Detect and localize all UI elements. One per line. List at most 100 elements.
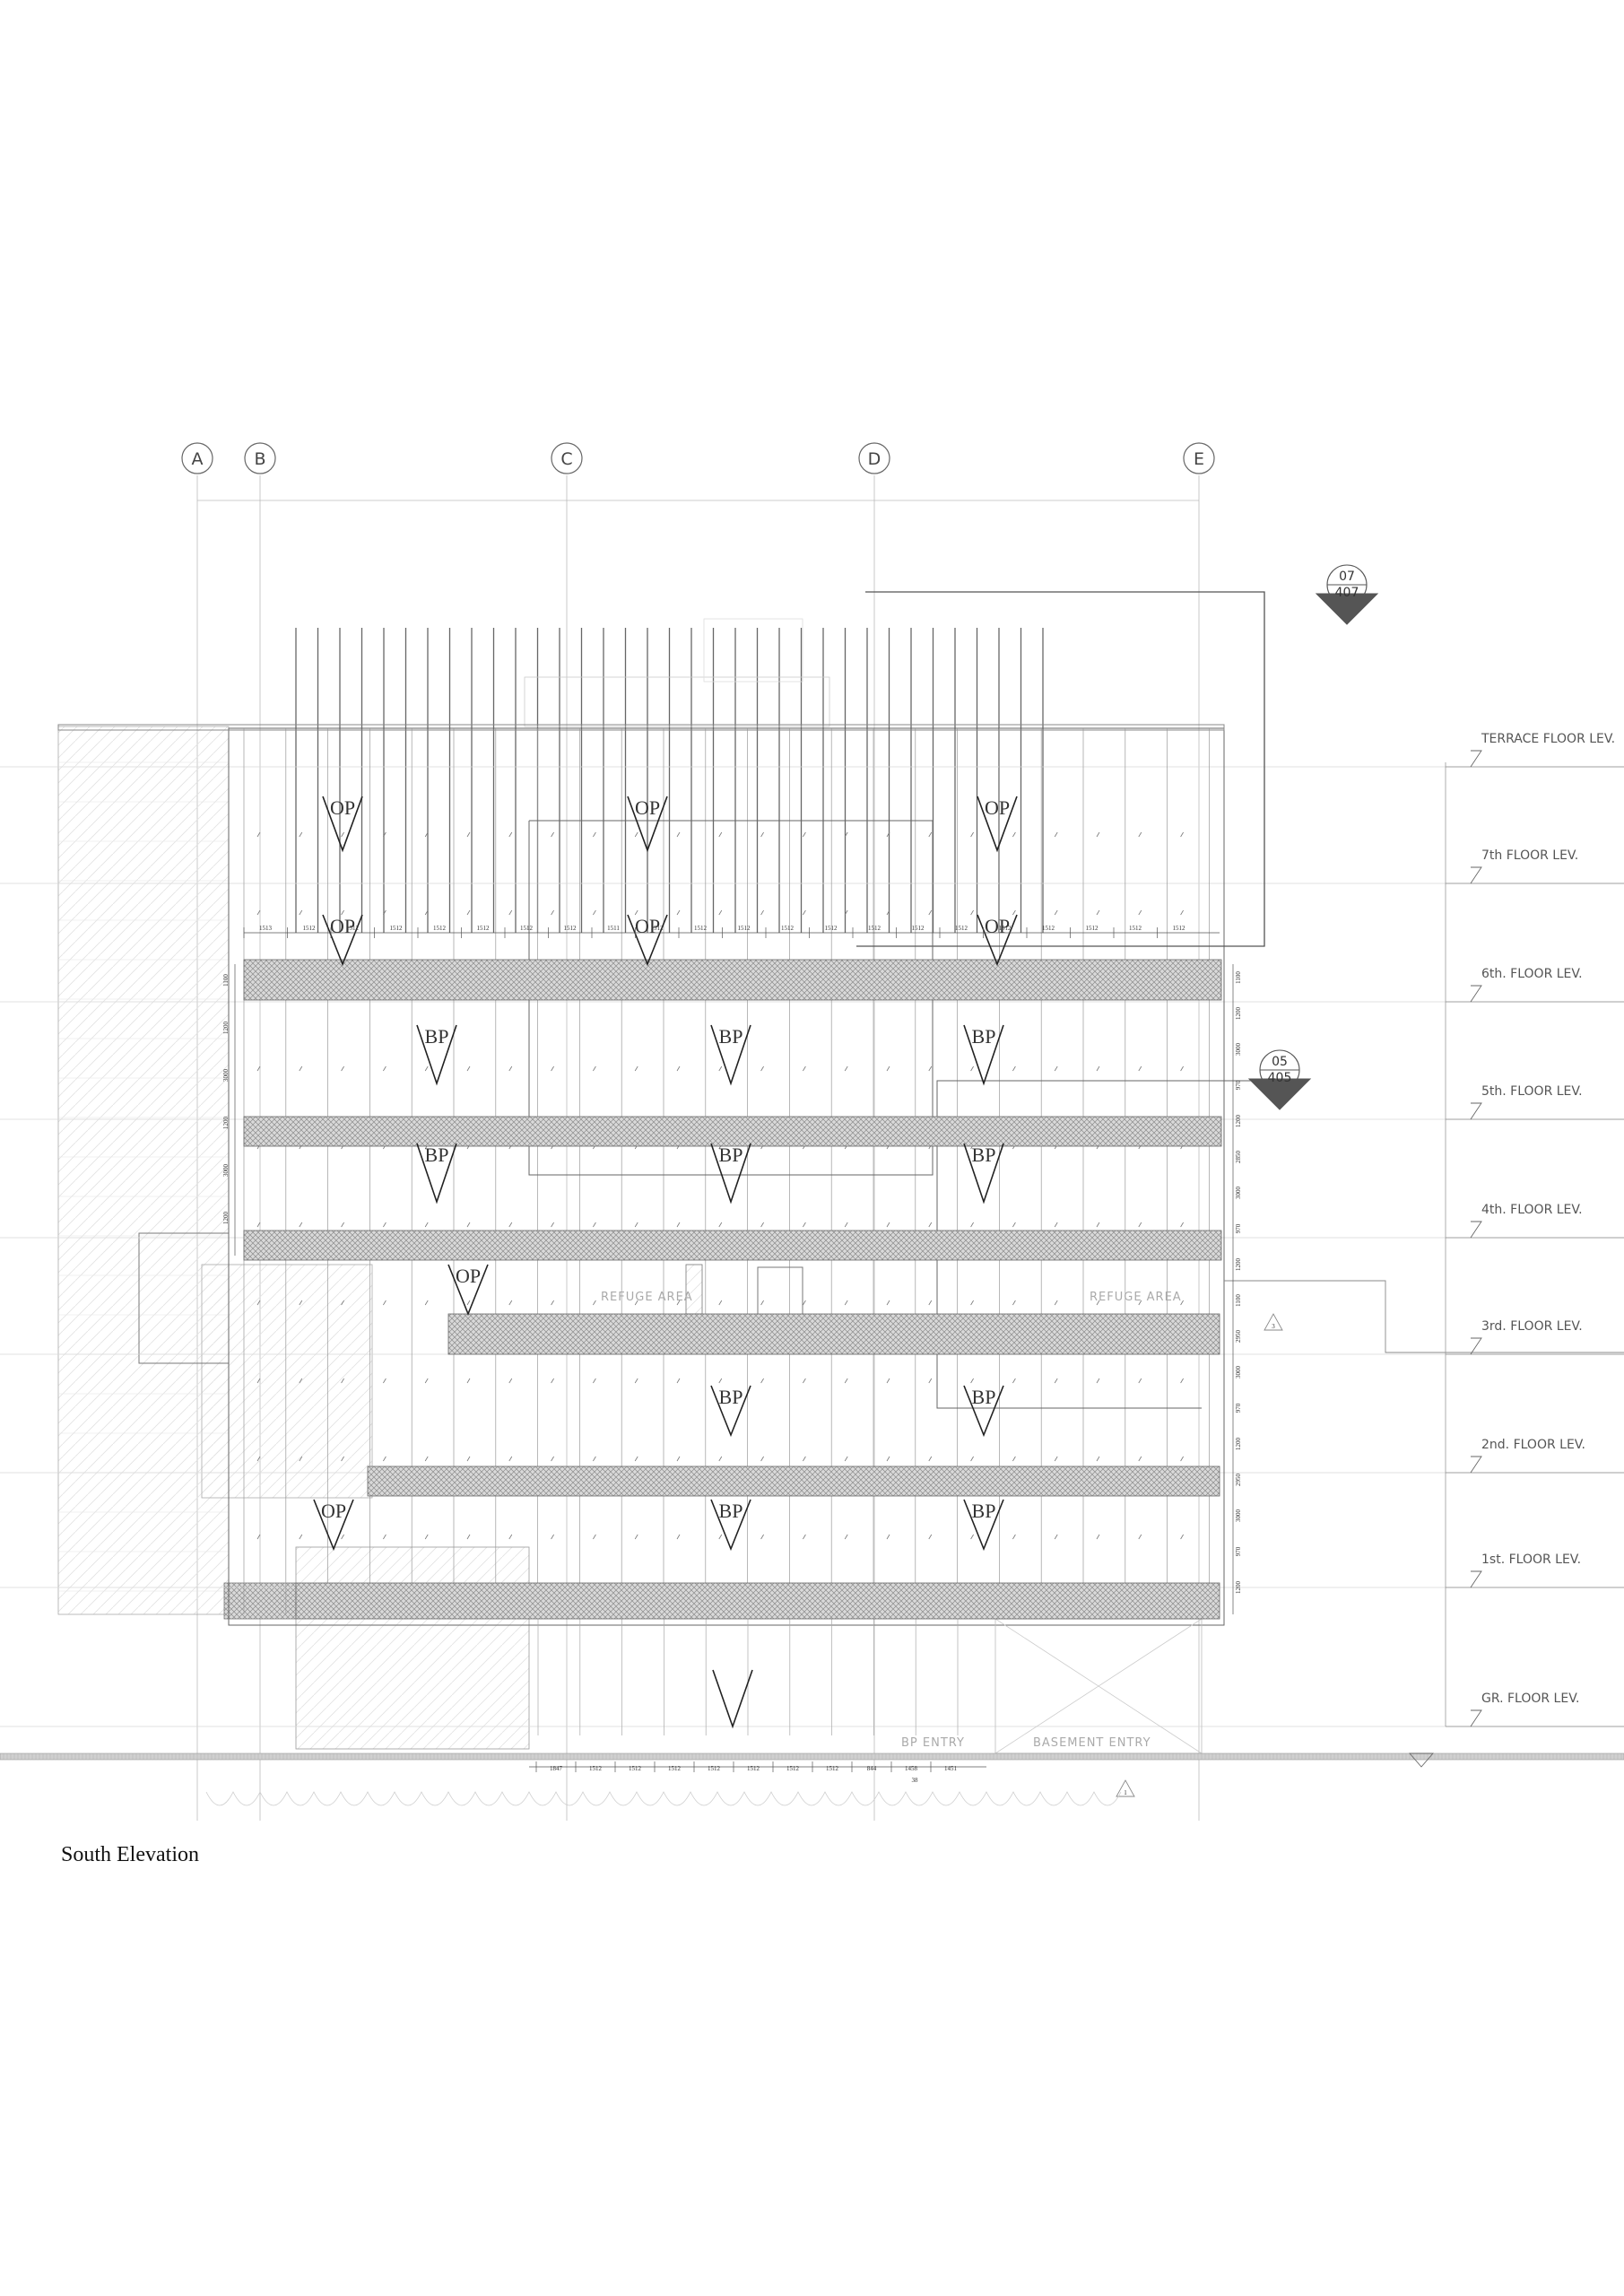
panel-mark <box>466 1534 471 1540</box>
level-label: 4th. FLOOR LEV. <box>1481 1203 1583 1217</box>
panel-mark <box>760 831 764 838</box>
panel-mark <box>551 1300 554 1306</box>
panel-mark <box>803 1065 806 1072</box>
dim-top-text: 1512 <box>781 925 795 932</box>
panel-mark <box>256 1065 261 1072</box>
dim-bottom-sub: 38 <box>912 1777 919 1784</box>
level-label: GR. FLOOR LEV. <box>1481 1692 1579 1706</box>
panel-mark <box>928 909 933 916</box>
panel-mark <box>1138 1065 1142 1072</box>
bp-tag-label: BP <box>425 1144 449 1166</box>
panel-mark <box>886 1456 890 1462</box>
panel-mark <box>970 909 974 916</box>
panel-mark <box>718 1065 723 1072</box>
dim-top-text: 1512 <box>520 925 534 932</box>
level-label: 1st. FLOOR LEV. <box>1481 1552 1581 1567</box>
dim-right-text: 3000 <box>1235 1509 1242 1523</box>
spandrel-band <box>243 1116 1222 1147</box>
callout-triangle <box>1247 1078 1312 1110</box>
dim-top-text: 1512 <box>1042 925 1055 932</box>
panel-mark <box>718 1456 723 1462</box>
op-tag-label: OP <box>985 796 1010 819</box>
panel-mark <box>886 831 890 838</box>
dim-bottom-text: 1512 <box>668 1765 682 1772</box>
panel-mark <box>1138 1456 1142 1462</box>
panel-mark <box>1054 831 1058 838</box>
door <box>757 1266 803 1318</box>
panel-mark <box>970 1300 974 1306</box>
panel-mark <box>844 909 848 916</box>
panel-mark <box>970 1222 974 1228</box>
panel-mark <box>676 1065 681 1072</box>
panel-mark <box>299 909 303 916</box>
panel-mark <box>970 1378 974 1384</box>
panel-mark <box>466 1222 471 1228</box>
dim-left-text: 1100 <box>222 974 230 987</box>
panel-mark <box>1012 1534 1016 1540</box>
refuge-area-label-right: REFUGE AREA <box>1090 1291 1182 1304</box>
panel-mark <box>551 831 554 838</box>
dim-bottom-text: 1512 <box>629 1765 642 1772</box>
callout-top: 07 <box>1339 570 1355 584</box>
panel-mark <box>383 1378 386 1384</box>
op-tag-label: OP <box>456 1265 481 1287</box>
panel-mark <box>508 1534 513 1540</box>
panel-mark <box>341 831 344 838</box>
panel-mark <box>424 1300 429 1306</box>
panel-mark <box>1180 1378 1184 1384</box>
panel-mark <box>1012 1065 1016 1072</box>
panel-mark <box>928 1378 933 1384</box>
panel-mark <box>424 1065 429 1072</box>
panel-mark <box>593 1300 596 1306</box>
lower-tag-triangle <box>712 1669 753 1729</box>
panel-mark <box>341 1534 344 1540</box>
panel-mark <box>424 831 429 838</box>
dim-top-text: 1513 <box>259 925 273 932</box>
door-hatch <box>685 1264 703 1315</box>
panel-mark <box>299 1222 303 1228</box>
panel-mark <box>383 1222 386 1228</box>
grid-bubble <box>244 442 276 474</box>
panel-mark <box>383 1065 386 1072</box>
dim-right-text: 970 <box>1235 1080 1242 1090</box>
panel-mark <box>508 1300 513 1306</box>
dim-bottom-text: 1512 <box>826 1765 839 1772</box>
spandrel-band <box>367 1465 1220 1497</box>
level-symbol <box>1470 1221 1482 1239</box>
dim-left-text: 3000 <box>222 1164 230 1178</box>
panel-mark <box>886 1222 890 1228</box>
panel-mark <box>593 1222 596 1228</box>
panel-mark <box>341 1222 344 1228</box>
dim-top-text: 1512 <box>738 925 751 932</box>
panel-mark <box>1180 1222 1184 1228</box>
panel-mark <box>256 1300 261 1306</box>
panel-mark <box>1138 1300 1142 1306</box>
panel-mark <box>466 1456 471 1462</box>
panel-mark <box>970 831 974 838</box>
panel-mark <box>718 909 723 916</box>
op-tag-label: OP <box>635 796 660 819</box>
panel-mark <box>718 1222 723 1228</box>
panel-mark <box>508 831 513 838</box>
panel-mark <box>299 1534 303 1540</box>
panel-mark <box>256 909 261 916</box>
dim-top-text: 1512 <box>651 925 664 932</box>
panel-mark <box>1138 909 1142 916</box>
bp-tag-label: BP <box>972 1386 996 1408</box>
op-tag-triangle <box>627 914 668 967</box>
panel-mark <box>1012 1222 1016 1228</box>
panel-mark <box>1180 909 1184 916</box>
op-tag-label: OP <box>635 915 660 937</box>
op-tag-label: OP <box>321 1500 346 1522</box>
panel-mark <box>1054 1065 1058 1072</box>
parapet <box>57 724 1225 731</box>
bp-entry-label: BP ENTRY <box>901 1736 965 1750</box>
panel-mark <box>256 1222 261 1228</box>
dim-right-text: 3000 <box>1235 1043 1242 1057</box>
panel-mark <box>634 1222 638 1228</box>
panel-mark <box>508 1065 513 1072</box>
level-symbol <box>1470 1102 1482 1120</box>
dim-right-text: 1100 <box>1235 971 1242 984</box>
